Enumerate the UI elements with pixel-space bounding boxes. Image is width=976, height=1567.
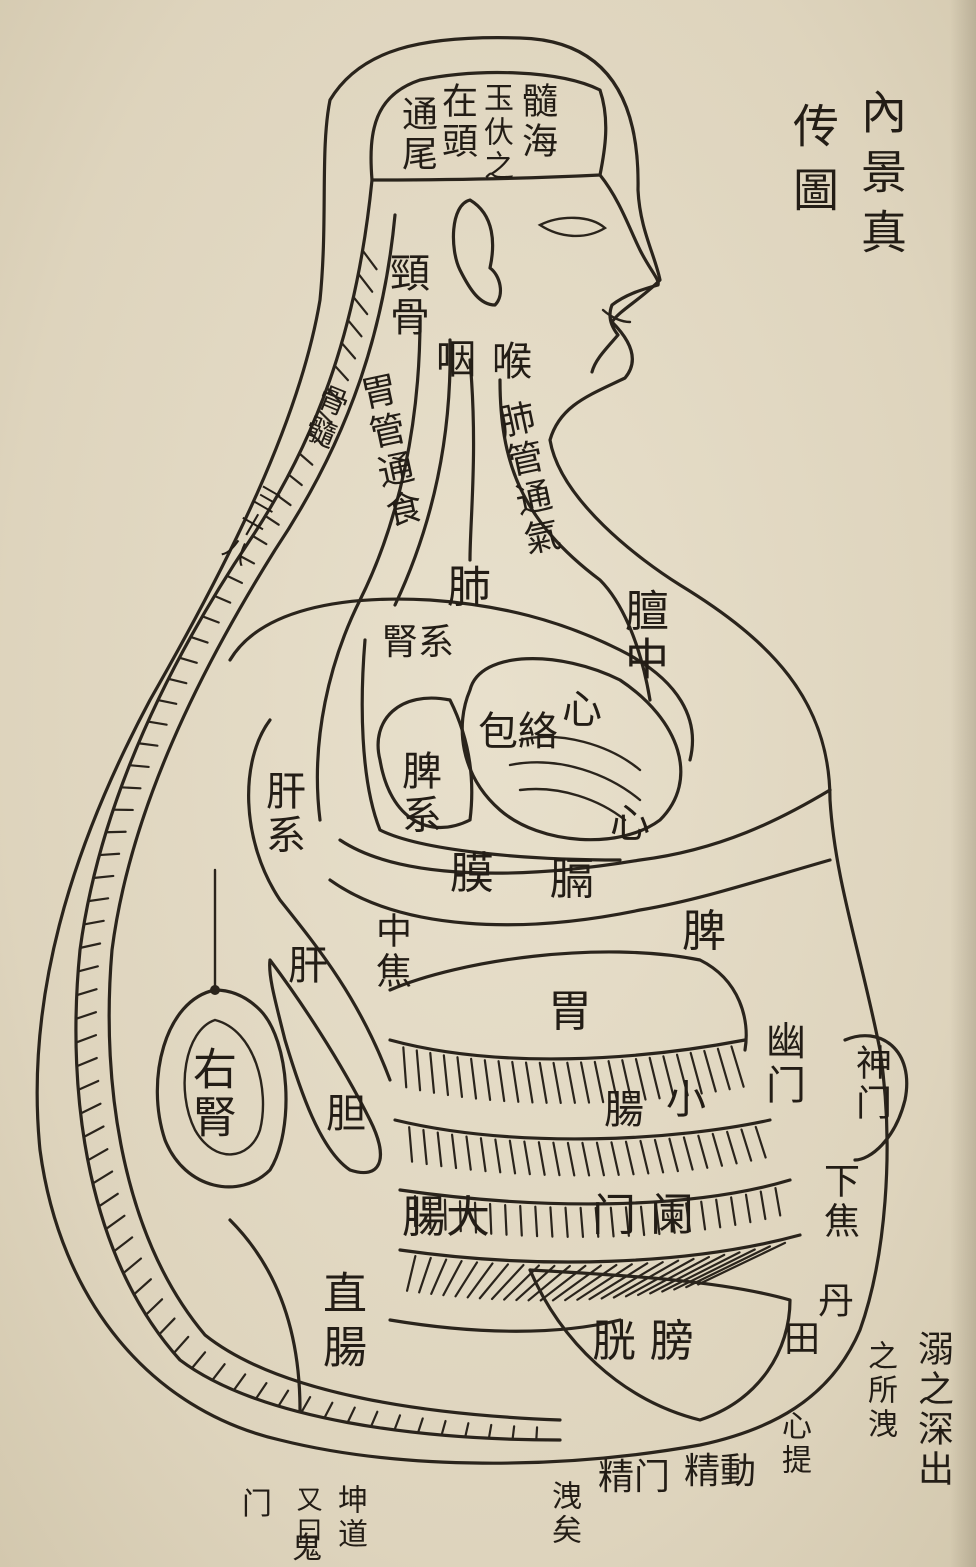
label-hou: 喉 bbox=[485, 340, 531, 384]
liver-outline bbox=[247, 718, 392, 1082]
label-fei: 肺 bbox=[447, 562, 491, 613]
small-intestine-top bbox=[388, 1038, 747, 1061]
intestine-rungs bbox=[402, 1045, 787, 1302]
label-xin: 心 bbox=[562, 687, 602, 733]
right-kidney-inner bbox=[183, 1018, 265, 1156]
face-profile bbox=[590, 173, 660, 374]
spine-rungs bbox=[74, 249, 539, 1441]
kidney-node bbox=[210, 985, 220, 995]
label-pi-xi: 脾系 bbox=[395, 750, 441, 838]
mouth bbox=[601, 308, 632, 324]
label-mo: 膜 bbox=[450, 848, 494, 899]
label-yu-zhen: 玉㐲之 bbox=[478, 82, 513, 184]
label-you-shen: 右腎 bbox=[185, 1046, 236, 1142]
label-dan: 胆 bbox=[326, 1091, 366, 1137]
label-kun-dao: 坤道 bbox=[332, 1484, 367, 1552]
windpipe-line bbox=[498, 378, 652, 702]
label-ge: 膈 bbox=[550, 854, 594, 905]
label-bao-luo: 包絡 bbox=[478, 709, 558, 755]
diaphragm bbox=[338, 788, 832, 875]
large-intestine-top bbox=[398, 1178, 792, 1206]
label-xiao: 小 bbox=[666, 1077, 706, 1123]
eye bbox=[537, 216, 608, 238]
label-dan-tian-2: 田 bbox=[784, 1319, 821, 1360]
label-tan-zhong: 膻中 bbox=[617, 588, 668, 684]
label-xia-jiao: 下焦 bbox=[818, 1162, 859, 1242]
label-shen-xi: 腎系 bbox=[382, 622, 455, 663]
lung-arc bbox=[228, 597, 695, 762]
label-lan-men: 门阑 bbox=[592, 1190, 708, 1241]
heart-stripes bbox=[508, 735, 642, 822]
label-gui: 鬼 bbox=[292, 1531, 322, 1566]
large-intestine-bottom bbox=[398, 1233, 802, 1264]
pericardium bbox=[460, 657, 683, 842]
label-zai-tou: 在頭 bbox=[436, 82, 477, 162]
label-zhi-chang: 直腸 bbox=[315, 1270, 366, 1378]
right-kidney-outer bbox=[155, 988, 288, 1189]
trachea bbox=[468, 358, 476, 562]
label-you-yue: 又曰 bbox=[292, 1486, 322, 1546]
small-intestine-mid bbox=[393, 1118, 772, 1141]
label-xin2: 心 bbox=[610, 801, 650, 847]
label-men: 门 bbox=[242, 1487, 272, 1522]
label-tong-wei: 通尾 bbox=[396, 95, 437, 175]
label-chang: 腸 bbox=[604, 1087, 644, 1133]
label-you-men: 幽门 bbox=[759, 1020, 805, 1108]
label-zhi-yi: 之所洩 bbox=[862, 1340, 897, 1442]
esophagus-right bbox=[393, 338, 452, 607]
label-wei: 胃 bbox=[548, 986, 592, 1037]
bladder bbox=[528, 1268, 792, 1422]
shenmen-lobe bbox=[843, 1034, 909, 1162]
label-jing-men: 精门 bbox=[598, 1457, 671, 1498]
stomach bbox=[388, 950, 748, 1052]
large-intestine-base bbox=[388, 1318, 622, 1333]
label-da-chang: 腸大 bbox=[402, 1192, 490, 1243]
label-yan: 咽 bbox=[429, 338, 475, 382]
rectum bbox=[228, 1218, 302, 1412]
title-sub: 传圖 bbox=[786, 102, 840, 230]
label-zhong-jiao: 中焦 bbox=[370, 912, 411, 992]
body-outline bbox=[35, 36, 889, 1465]
spine-outer bbox=[74, 178, 562, 1442]
kidney-thread bbox=[360, 638, 622, 862]
gallbladder bbox=[268, 958, 382, 1175]
label-pi: 脾 bbox=[682, 906, 726, 957]
label-gan: 肝 bbox=[288, 943, 328, 989]
skull-line bbox=[369, 71, 608, 182]
label-shen-men: 神门 bbox=[850, 1044, 891, 1124]
label-gan-xi: 肝系 bbox=[259, 770, 305, 858]
label-jing-gu: 頸骨 bbox=[383, 252, 429, 340]
label-xin-ti: 心提 bbox=[776, 1410, 811, 1478]
label-xie: 洩矣 bbox=[546, 1480, 581, 1548]
ear bbox=[451, 198, 503, 307]
title-main: 內景真 bbox=[854, 88, 908, 268]
label-ni: 溺之深出 bbox=[912, 1330, 953, 1490]
spleen-loop bbox=[376, 696, 474, 830]
label-dan-tian-1: 丹 bbox=[818, 1281, 855, 1322]
spine-inner bbox=[107, 213, 562, 1422]
diaphragm-lower bbox=[328, 858, 832, 927]
label-jing-dong: 精動 bbox=[684, 1451, 757, 1492]
label-sui-hai: 髓海 bbox=[516, 82, 557, 162]
label-pang-guang: 胱膀 bbox=[592, 1316, 708, 1367]
